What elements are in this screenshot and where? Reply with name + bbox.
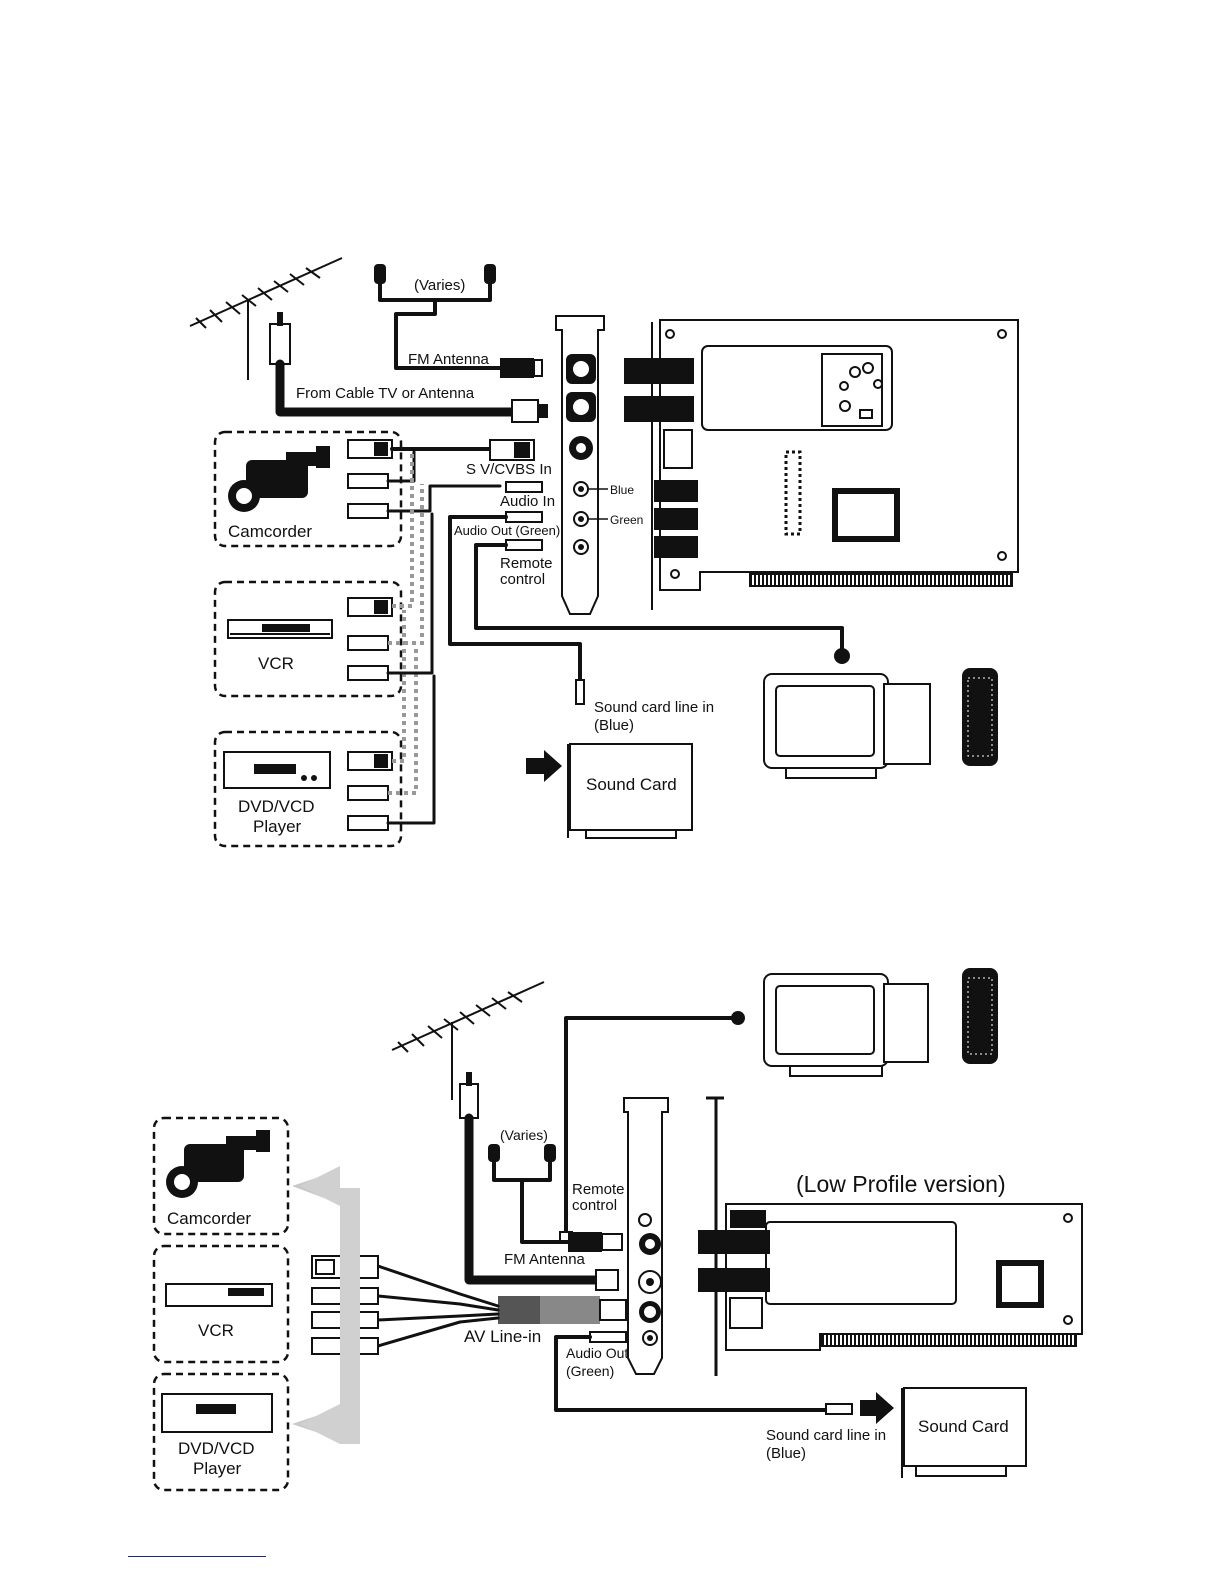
camcorder-label: Camcorder xyxy=(167,1209,251,1228)
dvd-label-1: DVD/VCD xyxy=(238,797,315,816)
vcr-label: VCR xyxy=(258,654,294,673)
remote-label-2: control xyxy=(572,1197,617,1214)
tuner-card-bracket xyxy=(556,316,604,614)
remote-control-icon xyxy=(962,668,998,766)
camcorder-icon xyxy=(228,446,330,512)
dvd-player-icon xyxy=(162,1394,272,1432)
vcr-plugs xyxy=(348,598,392,680)
dvd-label-2: Player xyxy=(193,1459,242,1478)
svcvbs-label: S V/CVBS In xyxy=(466,461,552,478)
vcr-icon xyxy=(228,620,332,638)
ir-sensor-icon xyxy=(834,648,850,664)
line-in-label-2: (Blue) xyxy=(766,1445,806,1462)
low-profile-bracket xyxy=(624,1098,668,1374)
fm-antenna-label: FM Antenna xyxy=(504,1251,586,1268)
remote-label-1: Remote xyxy=(500,555,553,572)
footer-rule xyxy=(128,1556,266,1557)
line-in-label-1: Sound card line in xyxy=(594,699,714,716)
camcorder-label: Camcorder xyxy=(228,522,312,541)
dvd-plugs xyxy=(348,752,392,830)
monitor-icon xyxy=(764,674,930,778)
audio-out-label-2: (Green) xyxy=(566,1363,614,1379)
sound-card-label: Sound Card xyxy=(918,1417,1009,1436)
low-profile-label: (Low Profile version) xyxy=(796,1171,1006,1197)
line-in-label-2: (Blue) xyxy=(594,717,634,734)
fm-antenna-label: FM Antenna xyxy=(408,351,490,368)
varies-label: (Varies) xyxy=(414,277,465,294)
dvd-player-icon xyxy=(224,752,330,788)
audio-out-label: Audio Out (Green) xyxy=(454,523,560,538)
remote-control-icon xyxy=(962,968,998,1064)
monitor-icon xyxy=(764,974,928,1076)
cable-tv-label: From Cable TV or Antenna xyxy=(296,385,475,402)
audio-out-label-1: Audio Out xyxy=(566,1345,628,1361)
tv-tuner-card xyxy=(624,320,1018,610)
audio-in-label: Audio In xyxy=(500,493,555,510)
top-diagram: (Varies) FM Antenna From Cable TV or Ant… xyxy=(190,258,1018,846)
varies-label: (Varies) xyxy=(500,1127,548,1143)
av-line-in-label: AV Line-in xyxy=(464,1327,541,1346)
tv-antenna-icon xyxy=(190,258,342,380)
line-in-label-1: Sound card line in xyxy=(766,1427,886,1444)
green-label: Green xyxy=(610,513,643,527)
vcr-icon xyxy=(166,1284,272,1306)
low-profile-tuner-card xyxy=(698,1204,1082,1350)
camcorder-icon xyxy=(166,1130,270,1198)
remote-label-1: Remote xyxy=(572,1181,625,1198)
sound-card-label: Sound Card xyxy=(586,775,677,794)
dvd-label-1: DVD/VCD xyxy=(178,1439,255,1458)
alternate-paths xyxy=(388,452,422,793)
vcr-label: VCR xyxy=(198,1321,234,1340)
bottom-diagram: (Low Profile version) (Varies) Remote co… xyxy=(154,968,1082,1490)
remote-label-2: control xyxy=(500,571,545,588)
dvd-label-2: Player xyxy=(253,817,302,836)
blue-label: Blue xyxy=(610,483,634,497)
